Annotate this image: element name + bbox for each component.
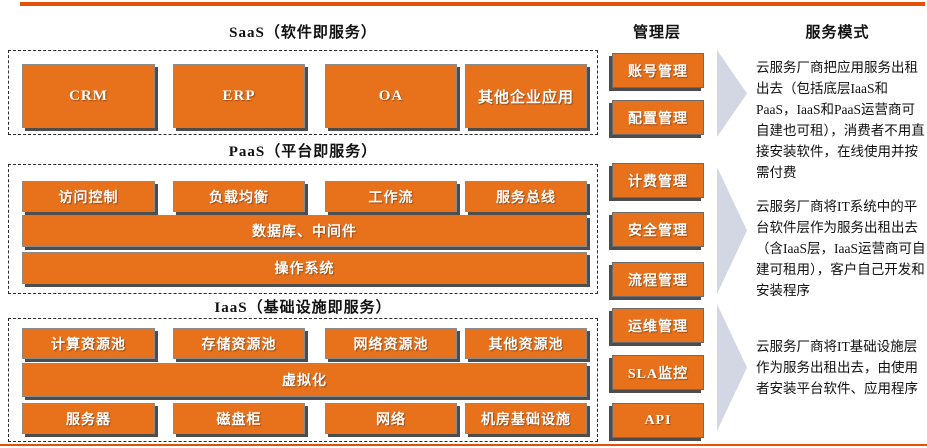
iaas-box-network: 网络 bbox=[325, 403, 457, 434]
iaas-box-datacenter-infra: 机房基础设施 bbox=[465, 403, 587, 434]
service-mode-note-iaas: 云服务厂商将IT基础设施层作为服务出租出去，由使用者安装平台软件、应用程序 bbox=[756, 339, 918, 396]
mgmt-box-security: 安全管理 bbox=[612, 212, 704, 247]
mgmt-box-billing: 计费管理 bbox=[612, 163, 704, 198]
service-mode-note-saas: 云服务厂商把应用服务出租出去（包括底层IaaS和PaaS，IaaS和PaaS运营… bbox=[756, 60, 925, 180]
saas-box-oa: OA bbox=[325, 64, 457, 128]
service-mode-column-title: 服务模式 bbox=[805, 25, 870, 41]
paas-section-title: PaaS（平台即服务） bbox=[228, 144, 378, 160]
arrow-right-icon bbox=[717, 50, 747, 137]
management-column-title: 管理层 bbox=[632, 25, 681, 41]
iaas-box-server: 服务器 bbox=[22, 403, 155, 434]
mgmt-box-process: 流程管理 bbox=[612, 262, 704, 297]
iaas-section-title: IaaS（基础设施即服务） bbox=[214, 300, 392, 316]
paas-box-operating-system: 操作系统 bbox=[22, 252, 587, 284]
saas-panel bbox=[8, 50, 598, 135]
iaas-box-storage-pool: 存储资源池 bbox=[173, 328, 305, 359]
mgmt-box-account: 账号管理 bbox=[612, 53, 704, 88]
paas-box-database-middleware: 数据库、中间件 bbox=[22, 215, 587, 247]
paas-box-load-balancing: 负载均衡 bbox=[173, 181, 305, 212]
mgmt-box-config: 配置管理 bbox=[612, 100, 704, 135]
iaas-box-virtualization: 虚拟化 bbox=[22, 363, 587, 397]
arrow-right-icon bbox=[717, 167, 747, 294]
saas-section-title: SaaS（软件即服务） bbox=[229, 25, 377, 41]
paas-box-access-control: 访问控制 bbox=[22, 181, 155, 212]
iaas-box-disk-array: 磁盘柜 bbox=[173, 403, 305, 434]
saas-box-crm: CRM bbox=[22, 64, 155, 128]
paas-box-service-bus: 服务总线 bbox=[465, 181, 587, 212]
paas-panel bbox=[8, 164, 598, 294]
iaas-panel bbox=[8, 318, 598, 442]
mgmt-box-api: API bbox=[612, 403, 704, 438]
arrow-right-icon bbox=[717, 304, 747, 431]
iaas-box-other-pool: 其他资源池 bbox=[465, 328, 587, 359]
saas-box-other-apps: 其他企业应用 bbox=[465, 64, 587, 128]
saas-box-erp: ERP bbox=[173, 64, 305, 128]
top-accent-bar bbox=[20, 2, 925, 6]
iaas-box-compute-pool: 计算资源池 bbox=[22, 328, 155, 359]
paas-box-workflow: 工作流 bbox=[325, 181, 457, 212]
iaas-box-network-pool: 网络资源池 bbox=[325, 328, 457, 359]
service-mode-note-paas: 云服务厂商将IT系统中的平台软件层作为服务出租出去（含IaaS层，IaaS运营商… bbox=[756, 199, 926, 298]
bottom-accent-bar bbox=[0, 444, 927, 446]
mgmt-box-sla-monitor: SLA监控 bbox=[612, 355, 704, 390]
mgmt-box-operations: 运维管理 bbox=[612, 308, 704, 343]
